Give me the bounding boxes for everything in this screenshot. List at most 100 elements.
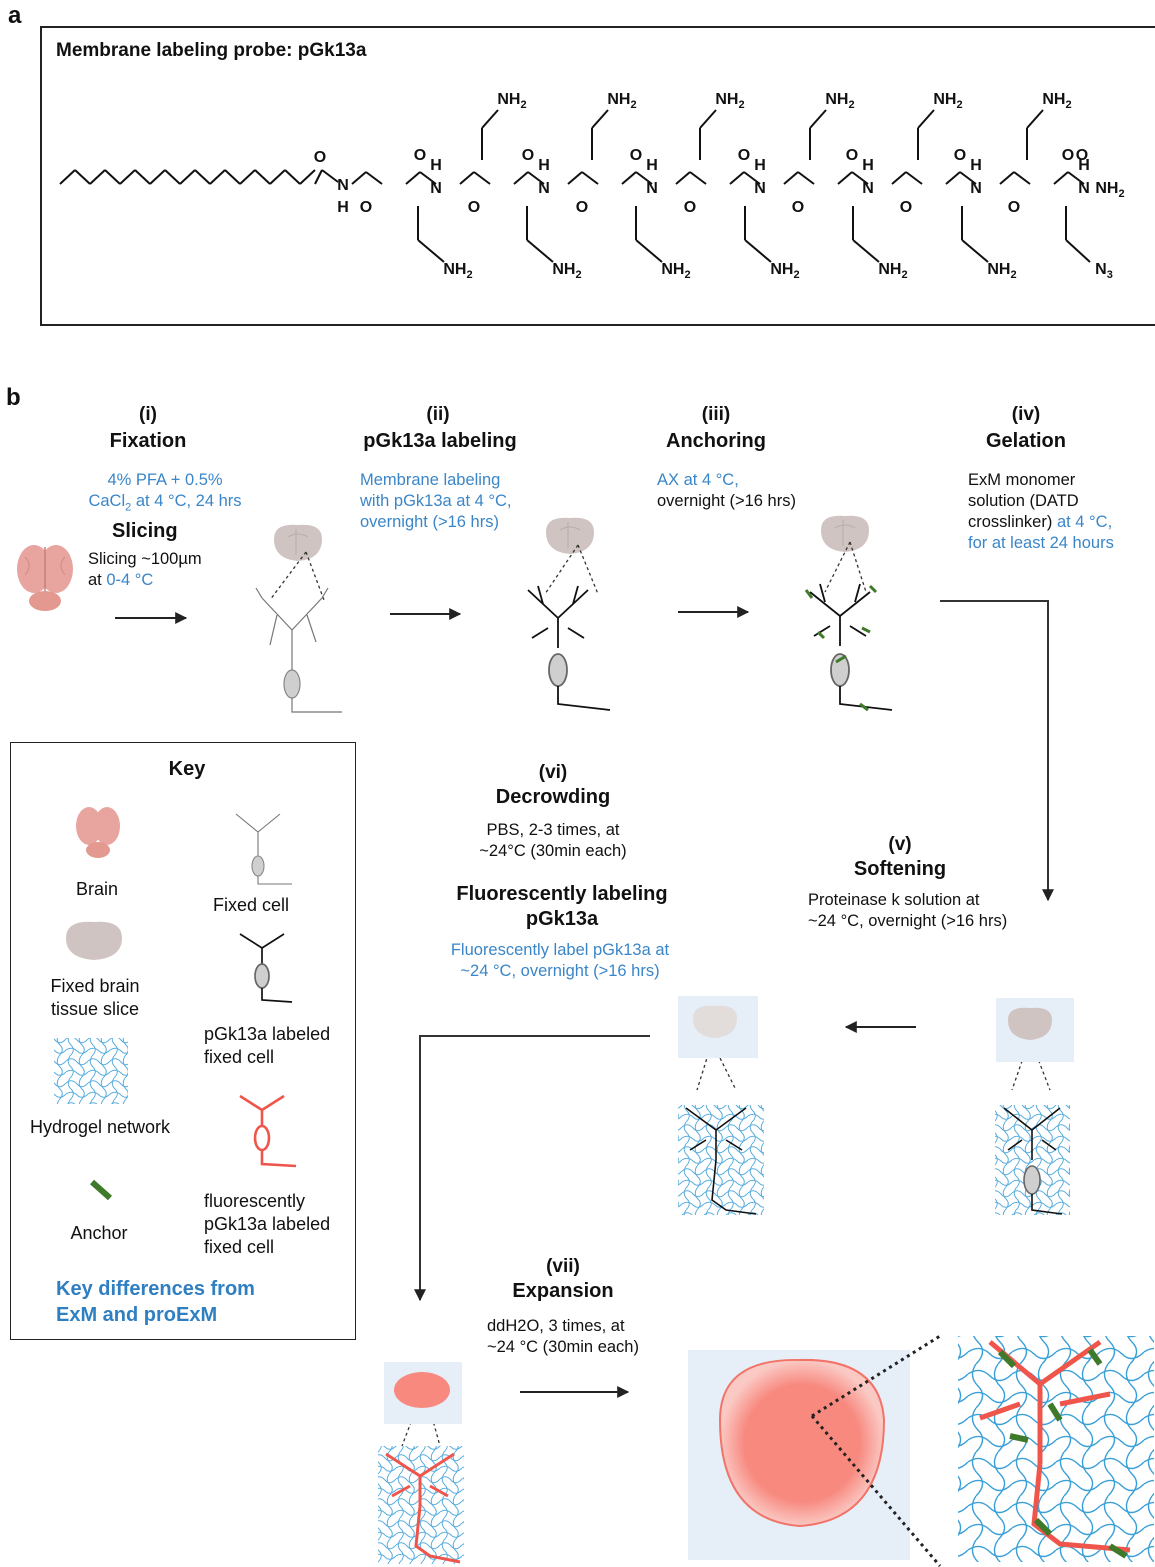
backbone-bond xyxy=(675,171,691,185)
terminal-o-label: O xyxy=(1076,147,1088,164)
backbone-bond xyxy=(945,171,961,185)
key-hydrogel-label: Hydrogel network xyxy=(29,1117,171,1137)
backbone-h-label: H xyxy=(754,157,766,174)
lipid-bond xyxy=(254,169,271,185)
amine-label: NH2 xyxy=(552,261,581,281)
step-vii-number: (vii) xyxy=(546,1256,580,1277)
backbone-bond xyxy=(567,171,583,185)
backbone-n-label: N xyxy=(646,180,658,197)
step-ii-number: (ii) xyxy=(426,404,450,425)
brain-slice-icon xyxy=(546,517,594,554)
backbone-o-label: O xyxy=(414,147,426,164)
slicing-desc: Slicing ~100µm at 0-4 °C xyxy=(88,550,202,589)
labeled-cell-icon xyxy=(527,585,611,711)
sidechain-bond xyxy=(481,109,499,129)
sidechain-bond xyxy=(852,239,880,263)
backbone-bond xyxy=(797,171,815,185)
step-vii-title: Expansion xyxy=(512,1280,614,1302)
sidechain-bond xyxy=(635,239,663,263)
amine-label: NH2 xyxy=(825,91,854,111)
fluor-label-title: Fluorescently labeling pGk13a xyxy=(456,883,668,930)
lipid-bond xyxy=(179,169,196,185)
panel-b-letter: b xyxy=(6,384,21,411)
sidechain-bond xyxy=(744,239,772,263)
backbone-n-label: N xyxy=(862,180,874,197)
arrow-iv-to-v xyxy=(940,600,1054,902)
backbone-bond xyxy=(837,171,853,185)
backbone-o-label: O xyxy=(522,147,534,164)
sidechain-bond xyxy=(591,109,609,129)
backbone-bond xyxy=(905,171,923,185)
step-vi-title: Decrowding xyxy=(495,786,611,808)
backbone-h-label: H xyxy=(430,157,442,174)
backbone-o-label: O xyxy=(630,147,642,164)
key-anchor-icon xyxy=(90,1179,112,1201)
lipid-bond xyxy=(149,169,166,185)
key-fluor-cell-icon xyxy=(239,1094,297,1168)
brain-slice-icon xyxy=(821,515,869,552)
amine-label: NH2 xyxy=(987,261,1016,281)
key-labeled-cell-icon xyxy=(239,933,293,1003)
slicing-title: Slicing xyxy=(112,520,178,542)
backbone-h-label: H xyxy=(538,157,550,174)
sidechain-bond xyxy=(917,109,935,129)
fluor-label-desc: Fluorescently label pGk13a at ~24 °C, ov… xyxy=(450,941,670,980)
key-box xyxy=(10,742,356,1340)
lipid-bond xyxy=(164,169,181,185)
carbonyl-bond xyxy=(314,169,323,185)
amine-label: NH2 xyxy=(661,261,690,281)
key-title: Key xyxy=(168,758,206,780)
backbone-h-label: H xyxy=(1078,157,1090,174)
backbone-n-label: N xyxy=(754,180,766,197)
lipid-bond xyxy=(194,169,211,185)
backbone-o-label: O xyxy=(576,199,588,216)
key-brain-slice-icon xyxy=(66,921,122,960)
sidechain-bond xyxy=(1026,109,1044,129)
hydrogel-cell-panel xyxy=(678,1105,764,1215)
sidechain-bond xyxy=(809,109,827,129)
lipid-bond xyxy=(89,169,106,185)
backbone-n-label: N xyxy=(970,180,982,197)
step-iv-title: Gelation xyxy=(985,430,1066,452)
lipid-bond xyxy=(269,169,286,185)
backbone-o-label: O xyxy=(954,147,966,164)
key-brain-label: Brain xyxy=(75,879,119,899)
backbone-bond xyxy=(959,171,977,185)
backbone-n-label: N xyxy=(1078,180,1090,197)
backbone-bond xyxy=(473,171,491,185)
backbone-bond xyxy=(851,171,869,185)
backbone-o-label: O xyxy=(738,147,750,164)
nitrogen-label: N xyxy=(337,177,349,194)
key-anchor-label: Anchor xyxy=(70,1223,128,1243)
key-fixed-cell-label: Fixed cell xyxy=(212,895,290,915)
lipid-bond xyxy=(134,169,151,185)
backbone-h-label: H xyxy=(646,157,658,174)
backbone-bond xyxy=(1053,171,1069,185)
backbone-bond xyxy=(689,171,707,185)
key-fixed-cell-icon xyxy=(235,813,292,885)
backbone-bond xyxy=(351,171,367,185)
expanded-brain-slice xyxy=(718,1358,886,1528)
step-ii-title: pGk13a labeling xyxy=(363,430,517,452)
anchored-cell-icon xyxy=(804,583,893,712)
backbone-o-label: O xyxy=(900,199,912,216)
step-v-desc: Proteinase k solution at ~24 °C, overnig… xyxy=(808,891,1008,930)
step-iv-number: (iv) xyxy=(1011,404,1041,425)
step-i-number: (i) xyxy=(139,404,157,425)
backbone-o-label: O xyxy=(360,199,372,216)
backbone-o-label: O xyxy=(792,199,804,216)
lipid-bond xyxy=(284,169,301,185)
fixed-cell-icon xyxy=(255,587,342,713)
c-terminal-amide-label: NH2 xyxy=(1095,180,1124,200)
step-i-title: Fixation xyxy=(109,430,187,452)
amine-label: NH2 xyxy=(443,261,472,281)
amine-label: NH2 xyxy=(878,261,907,281)
backbone-n-label: N xyxy=(430,180,442,197)
sidechain-bond xyxy=(1065,239,1091,263)
backbone-bond xyxy=(527,171,545,185)
backbone-bond xyxy=(405,171,421,185)
backbone-bond xyxy=(621,171,637,185)
